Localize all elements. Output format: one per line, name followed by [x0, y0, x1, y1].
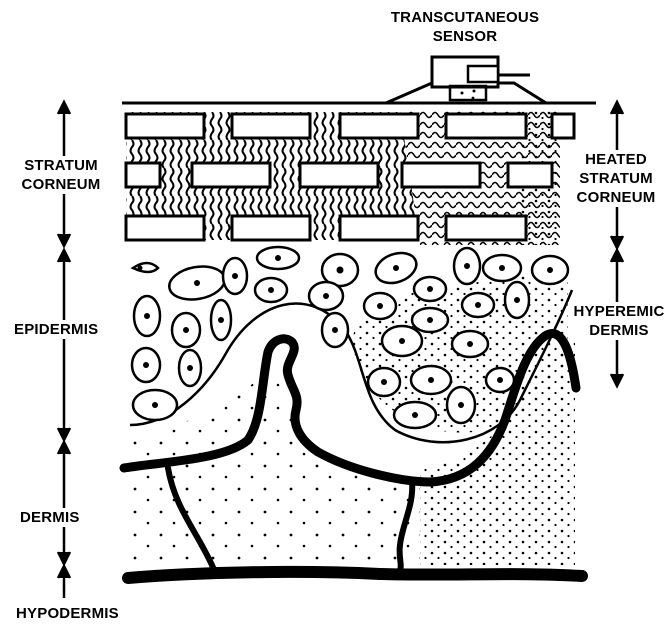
epidermis-label-text: EPIDERMIS	[14, 320, 98, 339]
hyperemic-dermis-label: HYPEREMIC DERMIS	[568, 302, 670, 340]
transcutaneous-sensor-drawing	[386, 57, 546, 103]
heated-stratum-corneum-label: HEATED STRATUM CORNEUM	[562, 150, 670, 207]
dermis-label: DERMIS	[18, 508, 82, 527]
heated-label-line-1: HEATED	[562, 150, 670, 169]
stratum-corneum-layer	[126, 110, 574, 245]
stratum-corneum-label-line-1: STRATUM	[2, 156, 120, 175]
stratum-corneum-label-line-2: CORNEUM	[2, 175, 120, 194]
hyperemic-label-line-1: HYPEREMIC	[568, 302, 670, 321]
epidermis-label: EPIDERMIS	[12, 320, 100, 339]
sensor-label-line-2: SENSOR	[370, 27, 560, 46]
transcutaneous-sensor-label: TRANSCUTANEOUS SENSOR	[370, 8, 560, 46]
hypodermis-label: HYPODERMIS	[14, 604, 121, 623]
heated-label-line-3: CORNEUM	[562, 188, 670, 207]
stratum-corneum-label: STRATUM CORNEUM	[2, 156, 120, 194]
hyperemic-label-line-2: DERMIS	[568, 321, 670, 340]
hypodermis-label-text: HYPODERMIS	[16, 604, 119, 623]
dermis-label-text: DERMIS	[20, 508, 80, 527]
sensor-label-line-1: TRANSCUTANEOUS	[370, 8, 560, 27]
heated-label-line-2: STRATUM	[562, 169, 670, 188]
